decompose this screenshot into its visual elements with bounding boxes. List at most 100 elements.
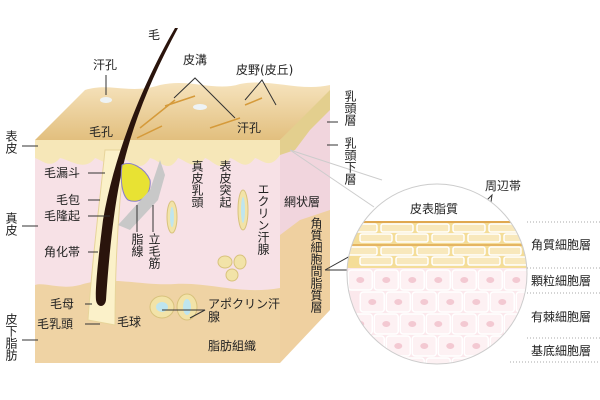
cell-nucleus: [368, 299, 377, 305]
cell-nucleus: [382, 365, 390, 371]
label-sweat-pore: 汗孔: [93, 58, 118, 72]
sweat-pore-top: [100, 97, 112, 103]
label-reticular-layer: 網状層: [284, 195, 321, 209]
label-stratum-corneum: 角質細胞層: [531, 238, 592, 252]
label-dermal-papilla-hair: 毛乳頭: [37, 317, 74, 331]
label-stratum-granulosum: 顆粒細胞層: [531, 274, 592, 288]
cell-nucleus: [434, 365, 442, 371]
label-sebaceous-gland: 脂線: [130, 233, 144, 257]
hair-shaft: [95, 28, 178, 306]
label-sweat-pore-right: 汗孔: [237, 121, 262, 135]
cell-nucleus: [460, 277, 469, 283]
corneocyte: [395, 256, 429, 266]
keratinocyte: [489, 335, 516, 357]
corneocyte: [416, 246, 450, 256]
corneocyte: [488, 246, 522, 256]
corneocyte: [467, 233, 501, 243]
label-apocrine-gland: アポクリン汗腺: [208, 297, 281, 324]
label-hair-pore: 毛孔: [89, 125, 114, 139]
label-cell-envelope: 周辺帯: [485, 179, 522, 193]
cell-nucleus: [512, 365, 520, 371]
label-dermal-papilla: 真皮乳頭: [190, 160, 204, 208]
corneocyte: [524, 223, 527, 233]
skin-surface: [35, 82, 330, 140]
cell-nucleus: [498, 343, 507, 349]
keratinocyte: [359, 335, 386, 357]
layer-dividers: [510, 221, 600, 363]
cell-nucleus: [486, 321, 495, 327]
cell-nucleus: [486, 277, 495, 283]
label-eccrine-gland: エクリン汗腺: [256, 183, 270, 255]
label-surface-lipid: 皮表脂質: [410, 202, 459, 216]
label-intercellular-lipid: 角質細胞間脂質層: [309, 217, 323, 313]
cell-nucleus: [408, 321, 417, 327]
label-keratogenous-zone: 角化帯: [44, 245, 81, 259]
cell-nucleus: [394, 299, 403, 305]
cell-nucleus: [538, 365, 546, 371]
cell-nucleus: [434, 321, 443, 327]
cell-nucleus: [460, 321, 469, 327]
cell-nucleus: [408, 277, 417, 283]
cell-nucleus: [394, 343, 403, 349]
cell-nucleus: [472, 343, 481, 349]
label-hair-follicle: 毛包: [56, 193, 81, 207]
corneocyte: [467, 256, 501, 266]
label-adipose-tissue: 脂肪組織: [208, 339, 257, 353]
keratinocyte: [373, 357, 400, 364]
corneocyte: [431, 233, 465, 243]
cell-nucleus: [420, 299, 429, 305]
corneocyte: [452, 246, 486, 256]
magnified-epidermis: [347, 184, 554, 378]
corneocyte: [380, 223, 414, 233]
label-hair: 毛: [148, 28, 161, 42]
label-stratum-basale: 基底細胞層: [531, 344, 592, 358]
keratinocyte: [425, 357, 452, 364]
cell-nucleus: [356, 365, 364, 371]
label-infundibulum: 毛漏斗: [44, 166, 81, 180]
cell-nucleus: [408, 365, 416, 371]
label-hair-bulb: 毛球: [117, 315, 142, 329]
corneocyte: [416, 223, 450, 233]
cell-nucleus: [356, 277, 365, 283]
gland-lumens: [156, 197, 245, 315]
corneocyte: [395, 233, 429, 243]
keratinocyte: [347, 357, 374, 364]
keratinocyte: [530, 358, 554, 378]
cell-nucleus: [486, 365, 494, 371]
magnifier-lines: [289, 149, 383, 208]
cell-nucleus: [498, 299, 507, 305]
cell-nucleus: [420, 343, 429, 349]
cell-nucleus: [434, 277, 443, 283]
label-rete-ridge: 表皮突起: [218, 160, 232, 208]
corneocyte: [359, 233, 393, 243]
label-skin-hill: 皮野(皮丘): [236, 63, 294, 77]
label-papillary-layer: 乳頭層: [343, 90, 357, 126]
corneocyte: [503, 256, 527, 266]
block-right-face: [280, 88, 330, 363]
label-bulge: 毛隆起: [44, 209, 81, 223]
keratinocyte: [347, 313, 374, 335]
keratinocyte: [451, 357, 478, 364]
cell-nucleus: [524, 299, 527, 305]
skin-grooves: [136, 95, 263, 139]
label-dermis: 真皮: [4, 212, 18, 236]
label-hair-matrix: 毛母: [50, 297, 75, 311]
cell-nucleus: [382, 321, 391, 327]
corneocyte: [431, 256, 465, 266]
label-subpapillary-layer: 乳頭下層: [343, 137, 357, 185]
cell-nucleus: [472, 299, 481, 305]
label-epidermis: 表皮: [4, 130, 18, 154]
corneocyte: [347, 246, 378, 256]
cell-nucleus: [446, 299, 455, 305]
label-subcutaneous-fat: 皮下脂肪: [4, 313, 18, 361]
keratinocyte: [477, 357, 504, 364]
glands: [149, 189, 249, 321]
cell-nucleus: [446, 343, 455, 349]
corneocyte: [359, 256, 393, 266]
cell-nucleus: [368, 343, 377, 349]
label-skin-groove: 皮溝: [183, 53, 208, 67]
cell-nucleus: [512, 277, 521, 283]
corneocyte: [452, 223, 486, 233]
